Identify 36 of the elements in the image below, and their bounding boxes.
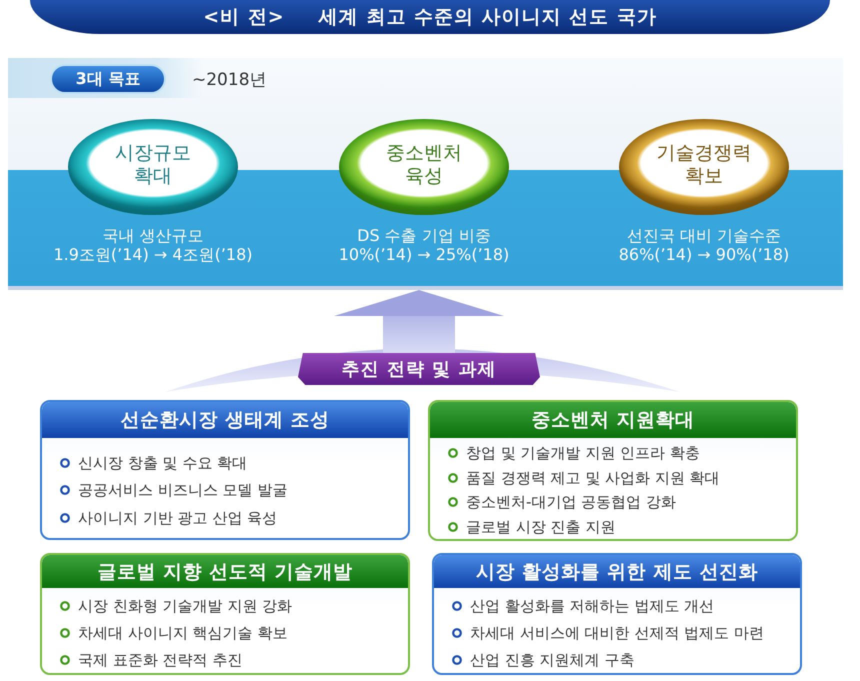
strategy-panel [432, 553, 802, 675]
bullet-text: 공공서비스 비즈니스 모델 발굴 [78, 481, 288, 500]
goal-ring: 중소벤처 육성 [339, 119, 509, 215]
bullet-text: 시장 친화형 기술개발 지원 강화 [78, 597, 292, 615]
vision-label: <비 전> [203, 5, 285, 30]
panel-heading: 시장 활성화를 위한 제도 선진화 [434, 555, 800, 588]
bullet-text: 산업 활성화를 저해하는 법제도 개선 [470, 597, 714, 615]
bullet-text: 품질 경쟁력 제고 및 사업화 지원 확대 [466, 468, 720, 487]
panel-heading: 글로벌 지향 선도적 기술개발 [42, 555, 408, 588]
vision-statement: 세계 최고 수준의 사이니지 선도 국가 [318, 5, 657, 30]
bullet-text: 신시장 창출 및 수요 확대 [78, 454, 248, 472]
period-label: ~2018년 [192, 69, 267, 91]
bullet-text: 사이니지 기반 광고 산업 육성 [78, 508, 278, 527]
panel-heading: 중소벤처 지원확대 [430, 402, 796, 438]
strategy-ribbon: 추진 전략 및 과제 [298, 353, 540, 385]
indicator-label: 선진국 대비 기술수준 [626, 226, 782, 245]
strategy-panel [40, 400, 410, 540]
bullet-text: 창업 및 기술개발 지원 인프라 확충 [466, 444, 700, 462]
bullet-text: 산업 진흥 지원체계 구축 [470, 651, 634, 669]
indicator-value: 10%(’14) → 25%(’18) [338, 245, 510, 264]
indicator-label: DS 수출 기업 비중 [357, 226, 491, 245]
strategy-panel [40, 553, 410, 675]
panel-heading: 선순환시장 생태계 조성 [42, 402, 408, 438]
bullet-text: 글로벌 시장 진출 지원 [466, 518, 616, 536]
bullet-text: 국제 표준화 전략적 추진 [78, 651, 242, 669]
bullet-text: 차세대 서비스에 대비한 선제적 법제도 마련 [470, 624, 764, 642]
goal-badge: 3대 목표 [50, 64, 166, 94]
strategy-panel [428, 400, 798, 541]
bullet-text: 차세대 사이니지 핵심기술 확보 [78, 624, 288, 642]
indicator-value: 86%(’14) → 90%(’18) [618, 245, 790, 264]
goal-ring: 기술경쟁력 확보 [619, 119, 789, 215]
goal-ring: 시장규모 확대 [68, 119, 238, 215]
indicator-value: 1.9조원(’14) → 4조원(’18) [53, 245, 253, 264]
goals-panel [8, 58, 843, 290]
bullet-text: 중소벤처-대기업 공동협업 강화 [466, 493, 676, 512]
indicator-label: 국내 생산규모 [102, 226, 204, 245]
